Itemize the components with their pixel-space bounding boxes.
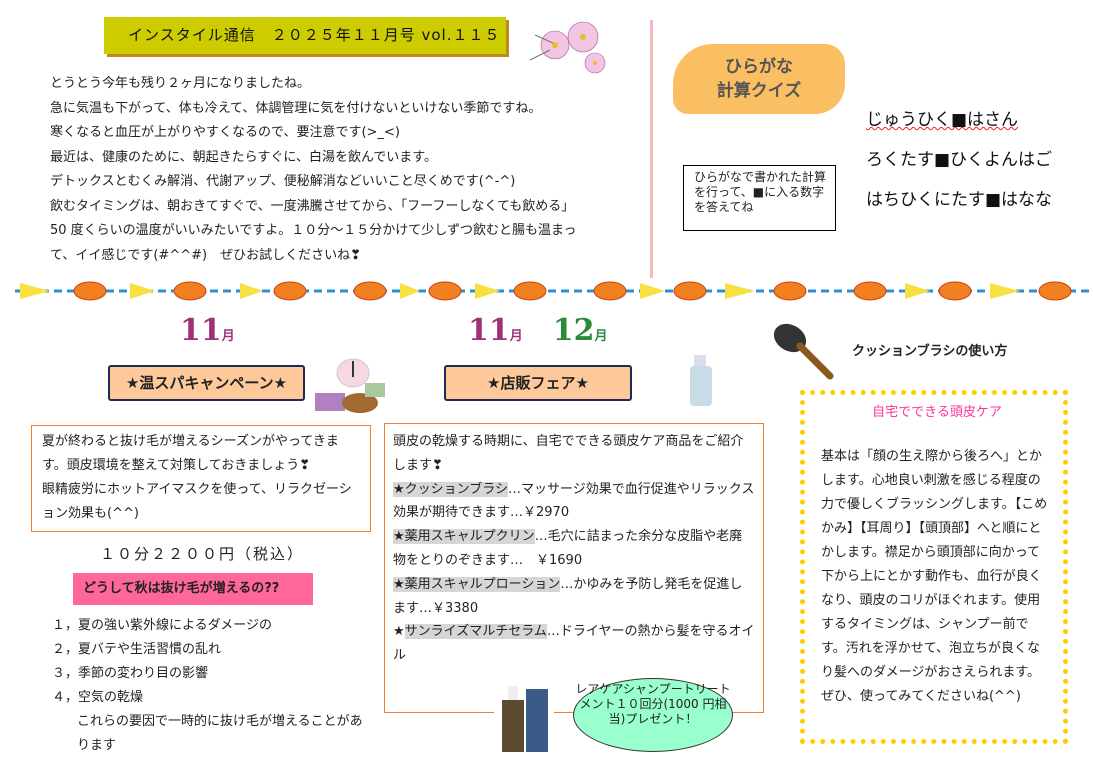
reason-item: １，夏の強い紫外線によるダメージの xyxy=(52,618,272,633)
product-desc: …ドライヤーの熱から髪を守るオイル xyxy=(393,624,755,664)
store-fair-box: 頭皮の乾燥する時期に、自宅でできる頭皮ケア商品をご紹介します❣ ★クッションブラ… xyxy=(384,423,764,713)
reason-item: ２，夏バテや生活習慣の乱れ xyxy=(52,642,222,657)
product-desc: …かゆみを予防し発毛を促進します…￥3380 xyxy=(393,576,743,616)
head-spa-illustration xyxy=(315,358,385,413)
product-name: ★薬用スキャルプローション xyxy=(393,576,561,592)
quiz-question: ろくたす■ひくよんはご xyxy=(866,150,1053,170)
intro-line: デトックスとむくみ解消、代謝アップ、便秘解消などいいこと尽くめです(^-^) xyxy=(50,174,516,189)
cushion-brush-illustration xyxy=(773,323,834,380)
intro-text: とうとう今年も残り２ヶ月になりましたね。 急に気温も下がって、体も冷えて、体調管… xyxy=(50,72,620,268)
month-suffix: 月 xyxy=(221,329,235,344)
fair-intro: 頭皮の乾燥する時期に、自宅でできる頭皮ケア商品をご紹介します❣ xyxy=(393,434,744,473)
quiz-question: はちひくにたす■はなな xyxy=(866,190,1053,210)
spa-price: １０分２２００円（税込） xyxy=(100,545,305,563)
spa-description-box: 夏が終わると抜け毛が増えるシーズンがやってきます。頭皮環境を整えて対策しておきま… xyxy=(31,425,371,532)
product-item: ★薬用スキャルプローション…かゆみを予防し発毛を促進します…￥3380 xyxy=(393,573,755,621)
intro-line: 飲むタイミングは、朝おきてすぐで、一度沸騰させてから、「フーフーしなくても飲める… xyxy=(50,198,575,214)
month-label-november: 11月 xyxy=(180,313,235,348)
quiz-instructions: ひらがなで書かれた計算を行って、■に入る数字を答えてね xyxy=(683,165,836,231)
intro-line: 寒くなると血圧が上がりやすくなるので、要注意です(>_<) xyxy=(50,125,400,140)
decorative-divider xyxy=(15,281,1090,301)
spa-text: 夏が終わると抜け毛が増えるシーズンがやってきます。頭皮環境を整えて対策しておきま… xyxy=(42,434,339,473)
quiz-questions: じゅうひく■はさん ろくたす■ひくよんはご はちひくにたす■はなな xyxy=(866,100,1052,220)
product-name: ★薬用スキャルプクリン xyxy=(393,529,535,545)
intro-line: とうとう今年も残り２ヶ月になりましたね。 xyxy=(50,76,311,91)
product-item: ★サンライズマルチセラム…ドライヤーの熱から髪を守るオイル xyxy=(393,620,755,668)
hair-loss-question-heading: どうして秋は抜け毛が増えるの?? xyxy=(73,573,313,605)
intro-line: て、イイ感じです(#^^#) ぜひお試しくださいね❣ xyxy=(50,247,361,263)
product-item: ★クッションブラシ…マッサージ効果で血行促進やリラックス効果が期待できます…￥2… xyxy=(393,478,755,526)
month-number: 12 xyxy=(552,313,595,348)
product-desc: …毛穴に詰まった余分な皮脂や老廃物をとりのぞきます… ￥1690 xyxy=(393,529,743,568)
quiz-question: じゅうひく■はさん xyxy=(866,110,1019,130)
month-suffix: 月 xyxy=(594,329,608,344)
cushion-brush-heading: クッションブラシの使い方 xyxy=(852,344,1008,359)
scalp-care-text: 基本は「顔の生え際から後ろへ」とかします。心地良い刺激を感じる程度の力で優しくブ… xyxy=(821,449,1048,704)
scalp-care-box: 自宅でできる頭皮ケア 基本は「顔の生え際から後ろへ」とかします。心地良い刺激を感… xyxy=(800,390,1068,744)
spa-campaign-banner: ★温スパキャンペーン★ xyxy=(108,365,305,401)
quiz-badge: ひらがな計算クイズ xyxy=(673,44,845,114)
quiz-badge-line: ひらがな xyxy=(725,57,793,77)
scalp-care-title: 自宅でできる頭皮ケア xyxy=(872,405,1002,420)
lotion-bottle-illustration xyxy=(690,355,712,406)
newsletter-title: インスタイル通信 ２０２５年１１月号 vol.１１５ xyxy=(104,17,506,54)
product-desc: …マッサージ効果で血行促進やリラックス効果が期待できます…￥2970 xyxy=(393,481,755,521)
month-suffix: 月 xyxy=(509,329,523,344)
shampoo-product-image xyxy=(494,684,554,754)
reason-item: ３，季節の変わり目の影響 xyxy=(52,666,209,681)
store-fair-banner: ★店販フェア★ xyxy=(444,365,632,401)
hair-loss-reasons-list: １，夏の強い紫外線によるダメージの ２，夏バテや生活習慣の乱れ ３，季節の変わり… xyxy=(52,614,372,758)
present-speech-bubble: レアケアシャンプートリートメント１０回分(1000 円相当)プレゼント！ xyxy=(573,678,733,752)
intro-line: 50 度くらいの温度がいいみたいですよ。１０分～１５分かけて少しずつ飲むと腸も温… xyxy=(50,223,577,238)
reason-conclusion: これらの要因で一時的に抜け毛が増えることがあります xyxy=(77,714,363,753)
cosmos-flower-illustration xyxy=(529,21,606,74)
intro-line: 急に気温も下がって、体も冷えて、体調管理に気を付けないといけない季節ですね。 xyxy=(50,100,542,116)
quiz-badge-line: 計算クイズ xyxy=(716,81,802,101)
product-name: サンライズマルチセラム xyxy=(404,624,547,640)
product-star: ★ xyxy=(393,624,405,640)
product-name: ★クッションブラシ xyxy=(393,481,509,497)
product-item: ★薬用スキャルプクリン…毛穴に詰まった余分な皮脂や老廃物をとりのぞきます… ￥1… xyxy=(393,525,755,573)
month-number: 11 xyxy=(180,313,222,348)
reason-item: ４，空気の乾燥 xyxy=(52,690,144,705)
intro-line: 最近は、健康のために、朝起きたらすぐに、白湯を飲んでいます。 xyxy=(50,149,438,165)
spa-text: 眼精疲労にホットアイマスクを使って、リラクゼーション効果も(^^) xyxy=(42,482,352,521)
vertical-divider xyxy=(650,20,653,278)
month-number: 11 xyxy=(468,313,510,348)
